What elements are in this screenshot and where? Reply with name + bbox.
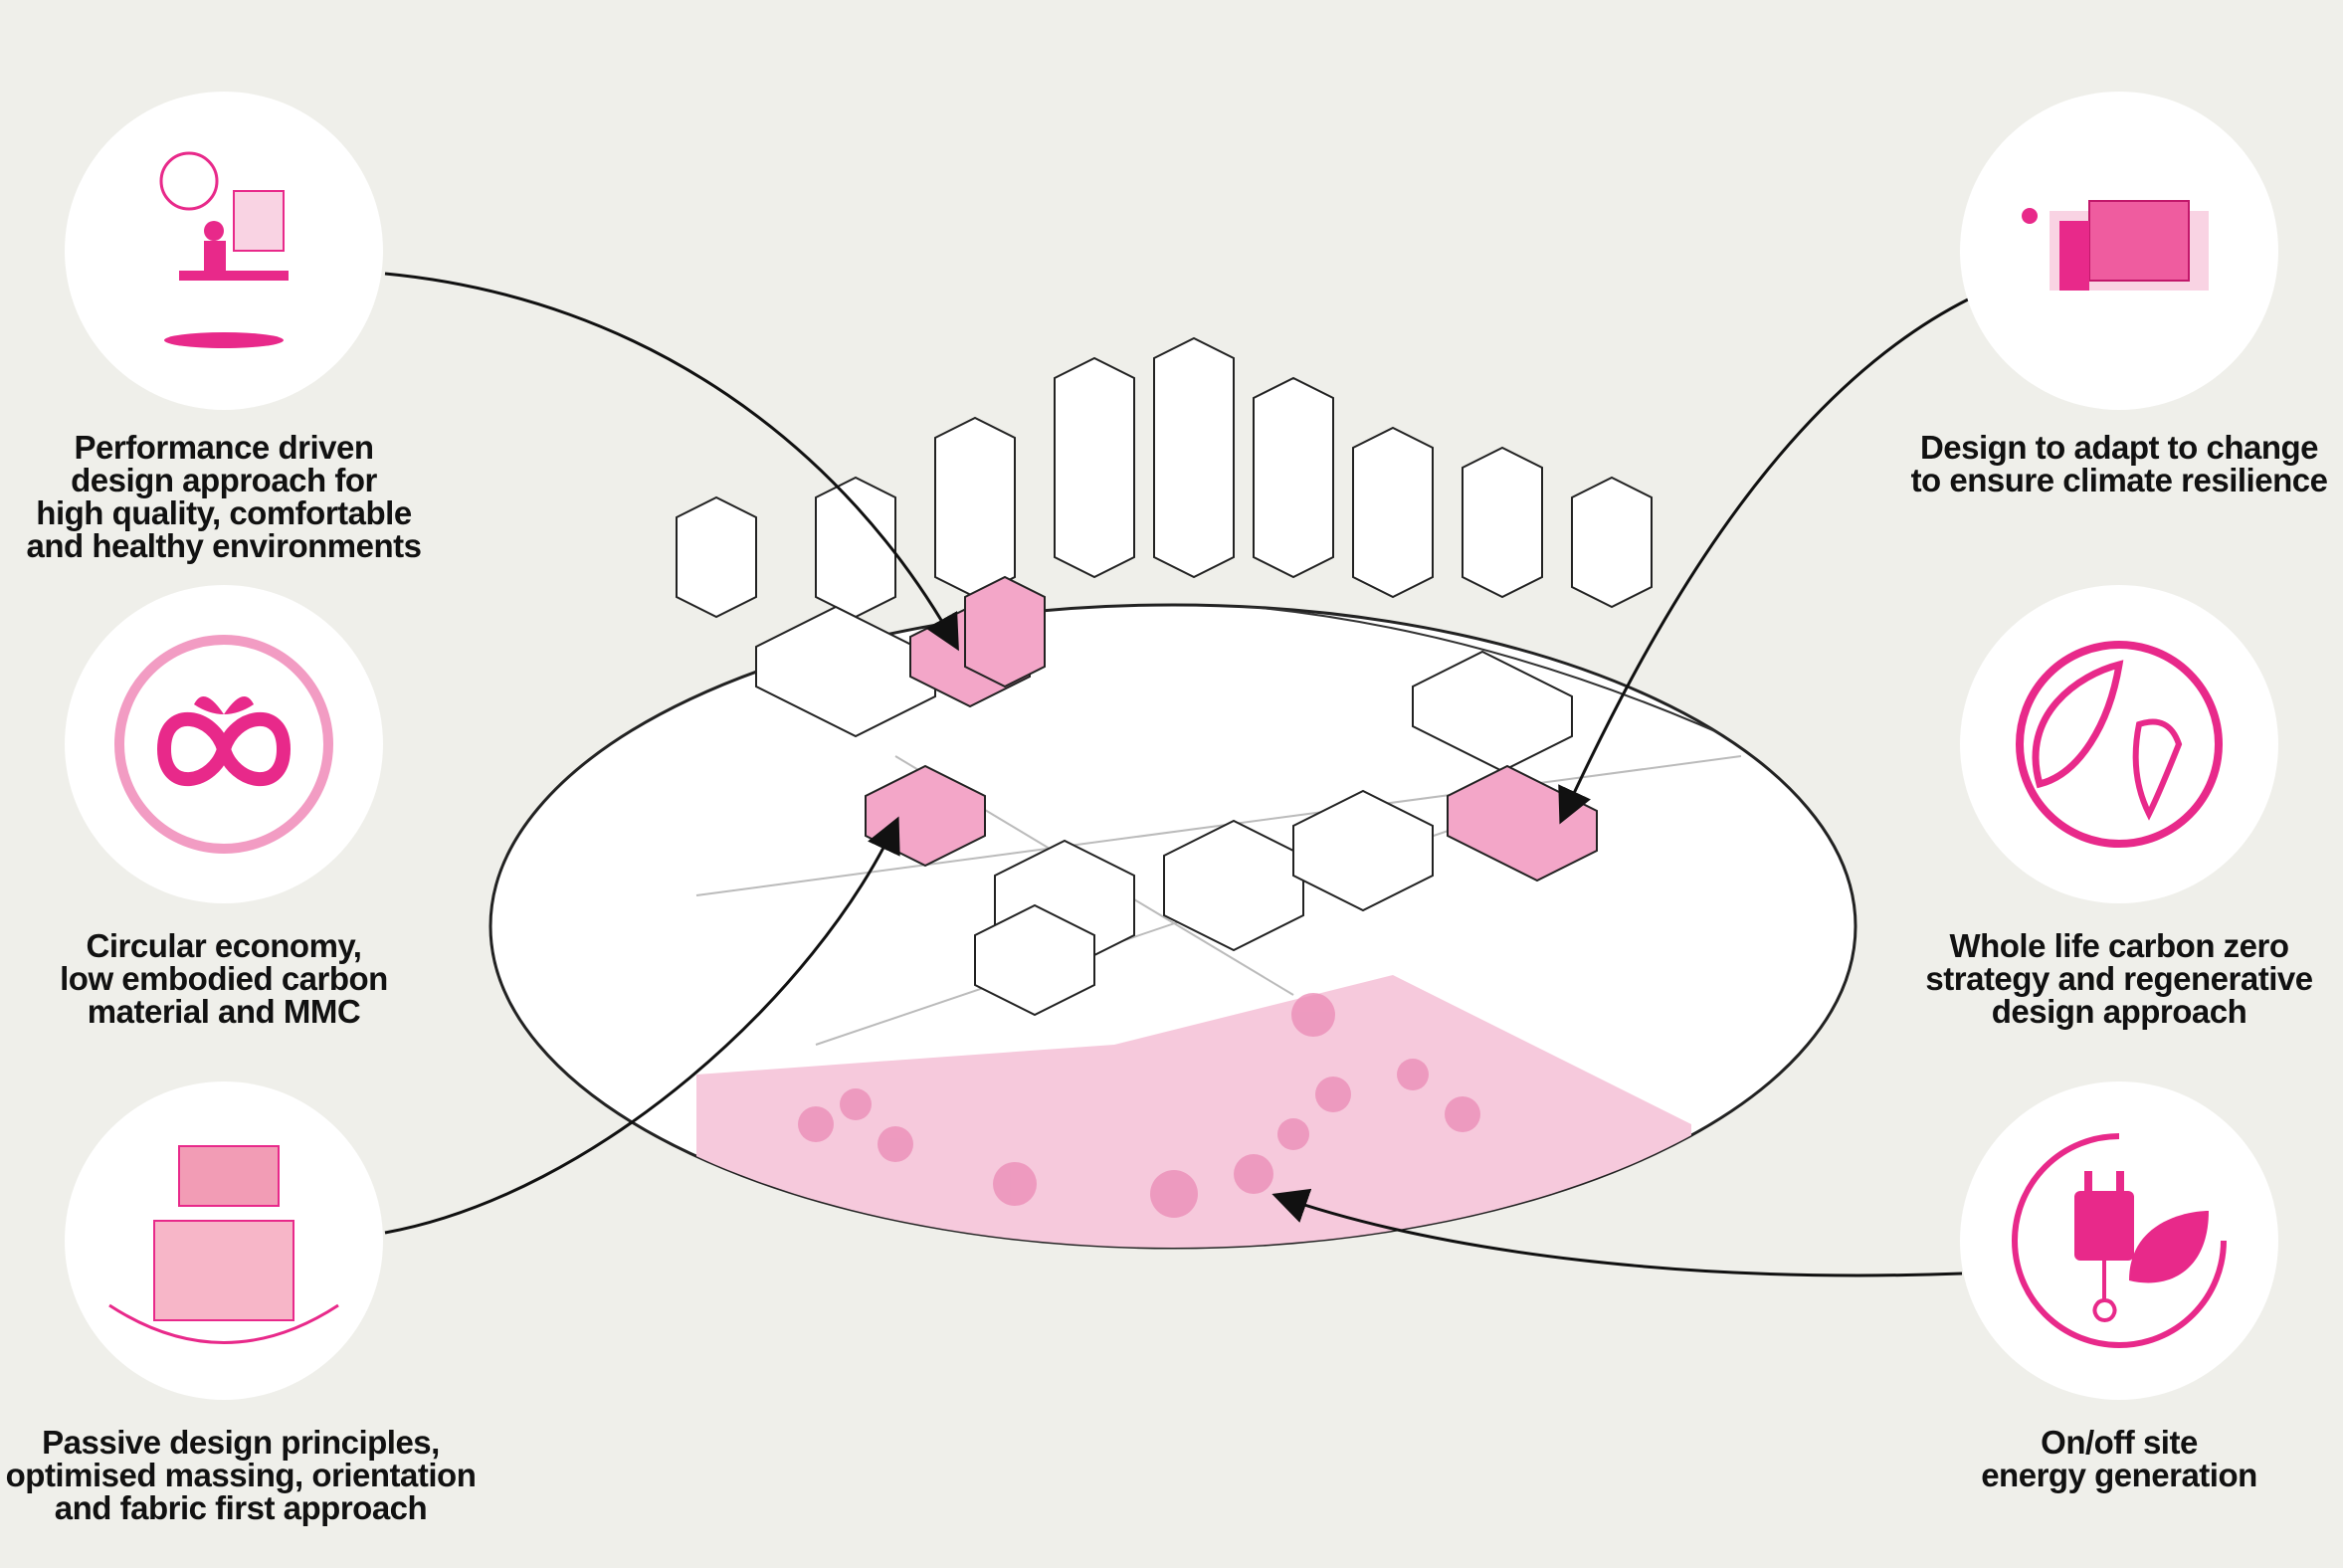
city-disc [488,336,1857,1250]
label-line: and healthy environments [26,527,422,564]
label-line: high quality, comfortable [36,494,412,531]
label-line: and fabric first approach [54,1489,428,1526]
circular-icon-circle [65,585,383,903]
label-line: strategy and regenerative [1925,960,2313,997]
plug-leaf-icon [2012,1133,2227,1348]
label-line: to ensure climate resilience [1910,462,2328,498]
passive-massing-icon [108,1145,339,1344]
label-line: optimised massing, orientation [5,1457,477,1493]
connector-lines [384,272,1971,1277]
adapt-icon-circle [1960,92,2278,410]
label-line: Passive design principles, [42,1424,440,1461]
label-line: Whole life carbon zero [1949,927,2289,964]
energy-icon-circle [1960,1081,2278,1400]
label-line: material and MMC [87,993,361,1030]
passive-label: Passive design principles,optimised mass… [0,1426,499,1524]
adaptable-building-icon [2022,200,2209,291]
label-line: energy generation [1981,1457,2257,1493]
label-line: Design to adapt to change [1919,429,2319,466]
label-line: design approach [1991,993,2247,1030]
highlighted-buildings [865,575,1598,882]
performance-icon-circle [65,92,383,410]
label-line: On/off site [2041,1424,2198,1461]
infinity-sprout-icon [114,635,333,854]
designer-at-desk-icon [159,151,289,348]
carbon-icon-circle [1960,585,2278,903]
label-line: Circular economy, [86,927,362,964]
buildings [676,336,1653,1017]
label-line: low embodied carbon [60,960,388,997]
label-line: Performance driven [74,429,374,466]
leaf-globe-icon [2016,641,2223,848]
passive-icon-circle [65,1081,383,1400]
green-park-zone [696,975,1691,1248]
tree-clusters [798,993,1480,1218]
label-line: design approach for [71,462,377,498]
